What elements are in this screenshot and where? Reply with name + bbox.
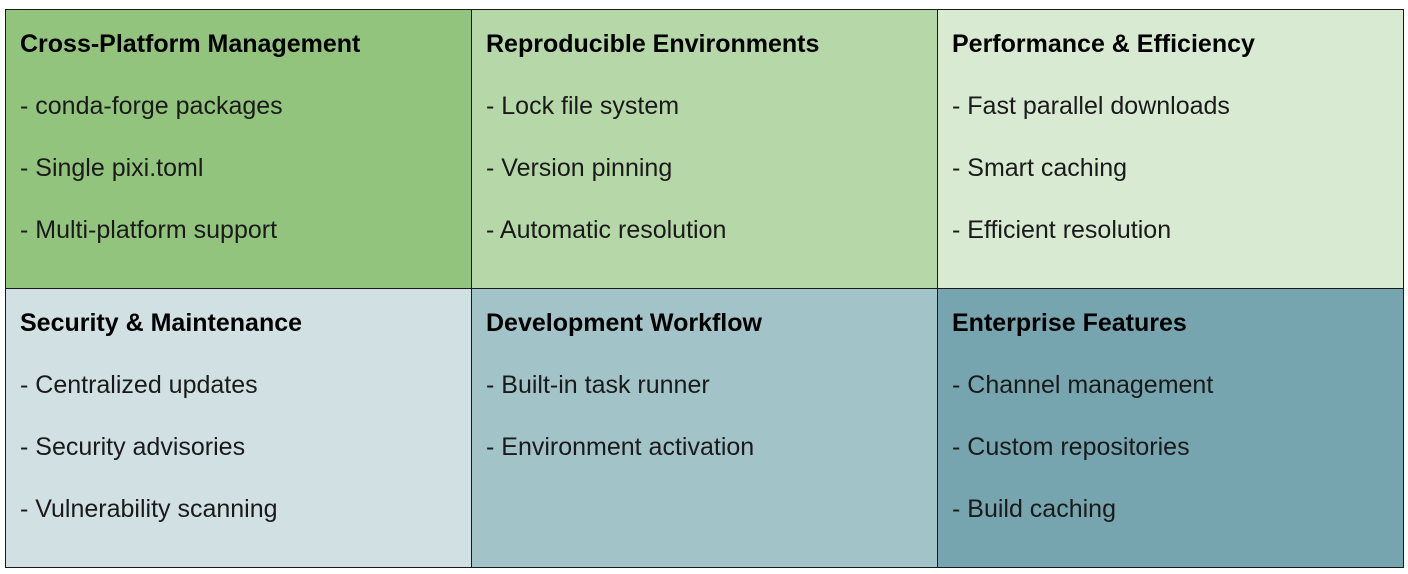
feature-cell: Development Workflow - Built-in task run… <box>471 288 938 568</box>
feature-cell: Cross-Platform Management - conda-forge … <box>5 9 472 289</box>
feature-cell-item: - Efficient resolution <box>952 216 1172 244</box>
feature-cell-title: Reproducible Environments <box>486 30 820 58</box>
feature-cell-item: - Security advisories <box>20 433 246 461</box>
feature-cell-title: Performance & Efficiency <box>952 30 1255 58</box>
feature-cell-title: Cross-Platform Management <box>20 30 361 58</box>
feature-row: Cross-Platform Management - conda-forge … <box>5 9 1404 289</box>
feature-cell-item: - Automatic resolution <box>486 216 727 244</box>
feature-cell-item: - Built-in task runner <box>486 371 710 399</box>
feature-cell: Security & Maintenance - Centralized upd… <box>5 288 472 568</box>
feature-cell-item: - Vulnerability scanning <box>20 495 278 523</box>
feature-cell-title: Security & Maintenance <box>20 309 303 337</box>
feature-cell-item: - Version pinning <box>486 154 673 182</box>
feature-cell: Enterprise Features - Channel management… <box>937 288 1404 568</box>
feature-cell-title: Development Workflow <box>486 309 762 337</box>
feature-cell-title: Enterprise Features <box>952 309 1187 337</box>
feature-cell-item: - conda-forge packages <box>20 92 283 120</box>
feature-grid-body: Cross-Platform Management - conda-forge … <box>5 9 1404 568</box>
feature-cell-item: - Smart caching <box>952 154 1128 182</box>
feature-cell-item: - Build caching <box>952 495 1116 523</box>
feature-cell-item: - Single pixi.toml <box>20 154 204 182</box>
feature-grid-table: Cross-Platform Management - conda-forge … <box>5 9 1404 568</box>
feature-cell-item: - Centralized updates <box>20 371 258 399</box>
feature-cell-item: - Fast parallel downloads <box>952 92 1230 120</box>
feature-cell-item: - Channel management <box>952 371 1214 399</box>
feature-cell-item: - Multi-platform support <box>20 216 278 244</box>
feature-cell-item: - Custom repositories <box>952 433 1190 461</box>
feature-cell-item: - Environment activation <box>486 433 755 461</box>
feature-row: Security & Maintenance - Centralized upd… <box>5 288 1404 568</box>
feature-cell: Reproducible Environments - Lock file sy… <box>471 9 938 289</box>
feature-cell: Performance & Efficiency - Fast parallel… <box>937 9 1404 289</box>
feature-cell-item: - Lock file system <box>486 92 680 120</box>
